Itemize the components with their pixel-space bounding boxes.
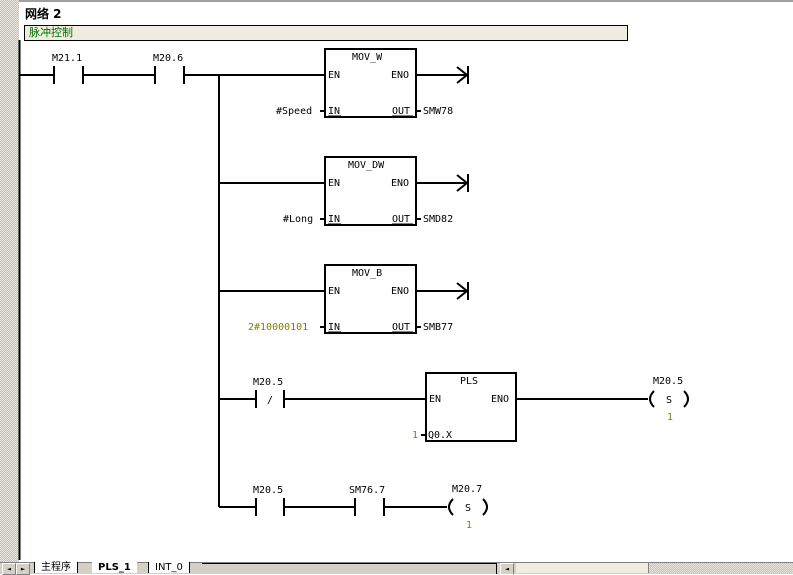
box-name: MOV_B [352, 268, 382, 279]
arrow-left-icon: ◄ [6, 565, 12, 573]
arrow-right-icon: ► [20, 565, 26, 573]
tab-main-program[interactable]: 主程序 [34, 562, 78, 573]
out-pin: OUT [392, 106, 410, 117]
mov-b-in-value[interactable]: 2#10000101 [248, 322, 308, 333]
hscroll-left-button[interactable]: ◄ [500, 563, 514, 575]
mov-dw-box[interactable]: MOV_DW EN ENO IN OUT [324, 156, 417, 226]
eno-pin: ENO [491, 394, 509, 405]
horizontal-scrollbar-track[interactable] [649, 563, 793, 573]
network-comment[interactable]: 脉冲控制 [24, 25, 628, 41]
contact-address: M21.1 [52, 53, 82, 64]
mov-w-out-value[interactable]: SMW78 [423, 106, 453, 117]
box-name: PLS [460, 376, 478, 387]
q-pin: Q0.X [428, 430, 452, 441]
box-name: MOV_DW [348, 160, 385, 171]
mov-b-box[interactable]: MOV_B EN ENO IN OUT [324, 264, 417, 334]
contact-address: M20.5 [253, 485, 283, 496]
coil-type: S [465, 503, 471, 514]
contact-sm76-7[interactable]: SM76.7 [349, 485, 385, 516]
contact-m20-5-nc[interactable]: / M20.5 [253, 377, 285, 408]
coil-set-m20-5[interactable]: S M20.5 1 [649, 376, 689, 423]
out-pin: OUT [392, 322, 410, 333]
contact-address: M20.5 [253, 377, 283, 388]
coil-address: M20.7 [452, 484, 482, 495]
tab-nav-next-button[interactable]: ► [16, 563, 30, 575]
en-pin: EN [328, 286, 340, 297]
ladder-diagram: M21.1 M20.6 MOV_W EN ENO IN OUT #Speed S… [18, 40, 689, 560]
mov-dw-in-value[interactable]: #Long [283, 214, 313, 225]
mov-b-out-value[interactable]: SMB77 [423, 322, 453, 333]
tab-pls-1[interactable]: PLS_1 [92, 562, 137, 573]
eno-arrow-icon [456, 282, 469, 300]
contact-m20-5[interactable]: M20.5 [253, 485, 285, 516]
eno-arrow-icon [456, 66, 469, 84]
network-title[interactable]: 网络 2 [25, 7, 62, 21]
en-pin: EN [328, 178, 340, 189]
contact-address: M20.6 [153, 53, 183, 64]
in-pin: IN [328, 322, 340, 333]
eno-arrow-icon [456, 174, 469, 192]
en-pin: EN [429, 394, 441, 405]
pls-box[interactable]: PLS EN ENO Q0.X [425, 372, 517, 442]
contact-m21-1[interactable]: M21.1 [52, 53, 84, 84]
contact-address: SM76.7 [349, 485, 385, 496]
mov-dw-out-value[interactable]: SMD82 [423, 214, 453, 225]
mov-w-box[interactable]: MOV_W EN ENO IN OUT [324, 48, 417, 118]
coil-count: 1 [667, 412, 673, 423]
eno-pin: ENO [391, 286, 409, 297]
in-pin: IN [328, 214, 340, 225]
horizontal-scrollbar-thumb[interactable] [516, 563, 649, 573]
tab-area-fill [202, 563, 497, 574]
tab-nav-prev-button[interactable]: ◄ [2, 563, 16, 575]
coil-address: M20.5 [653, 376, 683, 387]
coil-count: 1 [466, 520, 472, 531]
left-margin [0, 0, 19, 562]
nc-symbol: / [267, 395, 273, 406]
eno-pin: ENO [391, 178, 409, 189]
contact-m20-6[interactable]: M20.6 [153, 53, 185, 84]
out-pin: OUT [392, 214, 410, 225]
editor-top-border [19, 0, 793, 2]
eno-pin: ENO [391, 70, 409, 81]
box-name: MOV_W [352, 52, 383, 63]
mov-w-in-value[interactable]: #Speed [276, 106, 312, 117]
en-pin: EN [328, 70, 340, 81]
in-pin: IN [328, 106, 340, 117]
pls-q-value[interactable]: 1 [412, 430, 418, 441]
coil-set-m20-7[interactable]: S M20.7 1 [448, 484, 488, 531]
arrow-left-icon: ◄ [504, 565, 510, 573]
tab-int-0[interactable]: INT_0 [148, 562, 190, 573]
coil-type: S [666, 395, 672, 406]
